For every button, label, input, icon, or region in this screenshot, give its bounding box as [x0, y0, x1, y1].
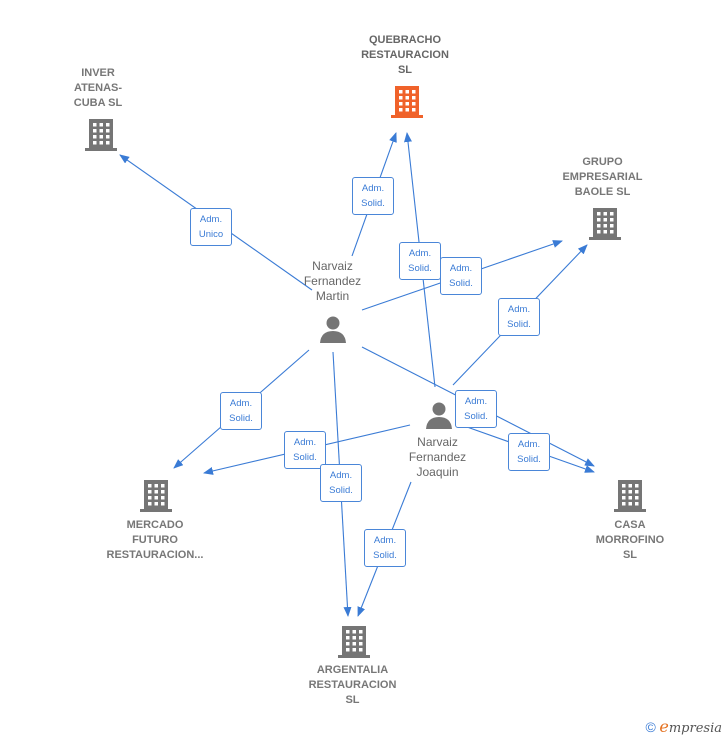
person-icon[interactable] — [318, 314, 348, 349]
company-label-grupo[interactable]: GRUPO EMPRESARIAL BAOLE SL — [562, 156, 643, 198]
role-label-e3[interactable]: Adm. Solid. — [399, 242, 441, 280]
building-icon[interactable] — [338, 624, 370, 663]
brand-name: mpresia — [668, 721, 722, 736]
company-label-argentalia[interactable]: ARGENTALIA RESTAURACION SL — [308, 664, 397, 706]
company-label-casa[interactable]: CASA MORROFINO SL — [595, 519, 665, 561]
brand-initial: e — [659, 717, 669, 736]
building-icon[interactable] — [614, 478, 646, 517]
person-icon[interactable] — [424, 400, 454, 435]
role-label-e4[interactable]: Adm. Solid. — [440, 257, 482, 295]
building-icon[interactable] — [589, 206, 621, 245]
building-icon[interactable] — [391, 84, 423, 123]
person-label-martin[interactable]: Narvaiz Fernandez Martin — [303, 259, 362, 303]
footer-brand: © empresia — [645, 717, 722, 736]
company-label-inver[interactable]: INVER ATENAS- CUBA SL — [73, 67, 123, 109]
role-label-e1[interactable]: Adm. Unico — [190, 208, 232, 246]
building-icon[interactable] — [85, 117, 117, 156]
company-label-mercado[interactable]: MERCADO FUTURO RESTAURACION... — [106, 519, 204, 561]
company-label-quebracho[interactable]: QUEBRACHO RESTAURACION SL — [361, 34, 449, 76]
role-label-e6[interactable]: Adm. Solid. — [220, 392, 262, 430]
role-label-e9[interactable]: Adm. Solid. — [508, 433, 550, 471]
role-label-e10[interactable]: Adm. Solid. — [320, 464, 362, 502]
building-icon[interactable] — [140, 478, 172, 517]
role-label-e2[interactable]: Adm. Solid. — [352, 177, 394, 215]
copyright-symbol: © — [645, 719, 656, 735]
role-label-e8[interactable]: Adm. Solid. — [455, 390, 497, 428]
role-label-e5[interactable]: Adm. Solid. — [498, 298, 540, 336]
person-label-joaquin[interactable]: Narvaiz Fernandez Joaquin — [408, 435, 467, 479]
role-label-e11[interactable]: Adm. Solid. — [364, 529, 406, 567]
role-label-e7[interactable]: Adm. Solid. — [284, 431, 326, 469]
